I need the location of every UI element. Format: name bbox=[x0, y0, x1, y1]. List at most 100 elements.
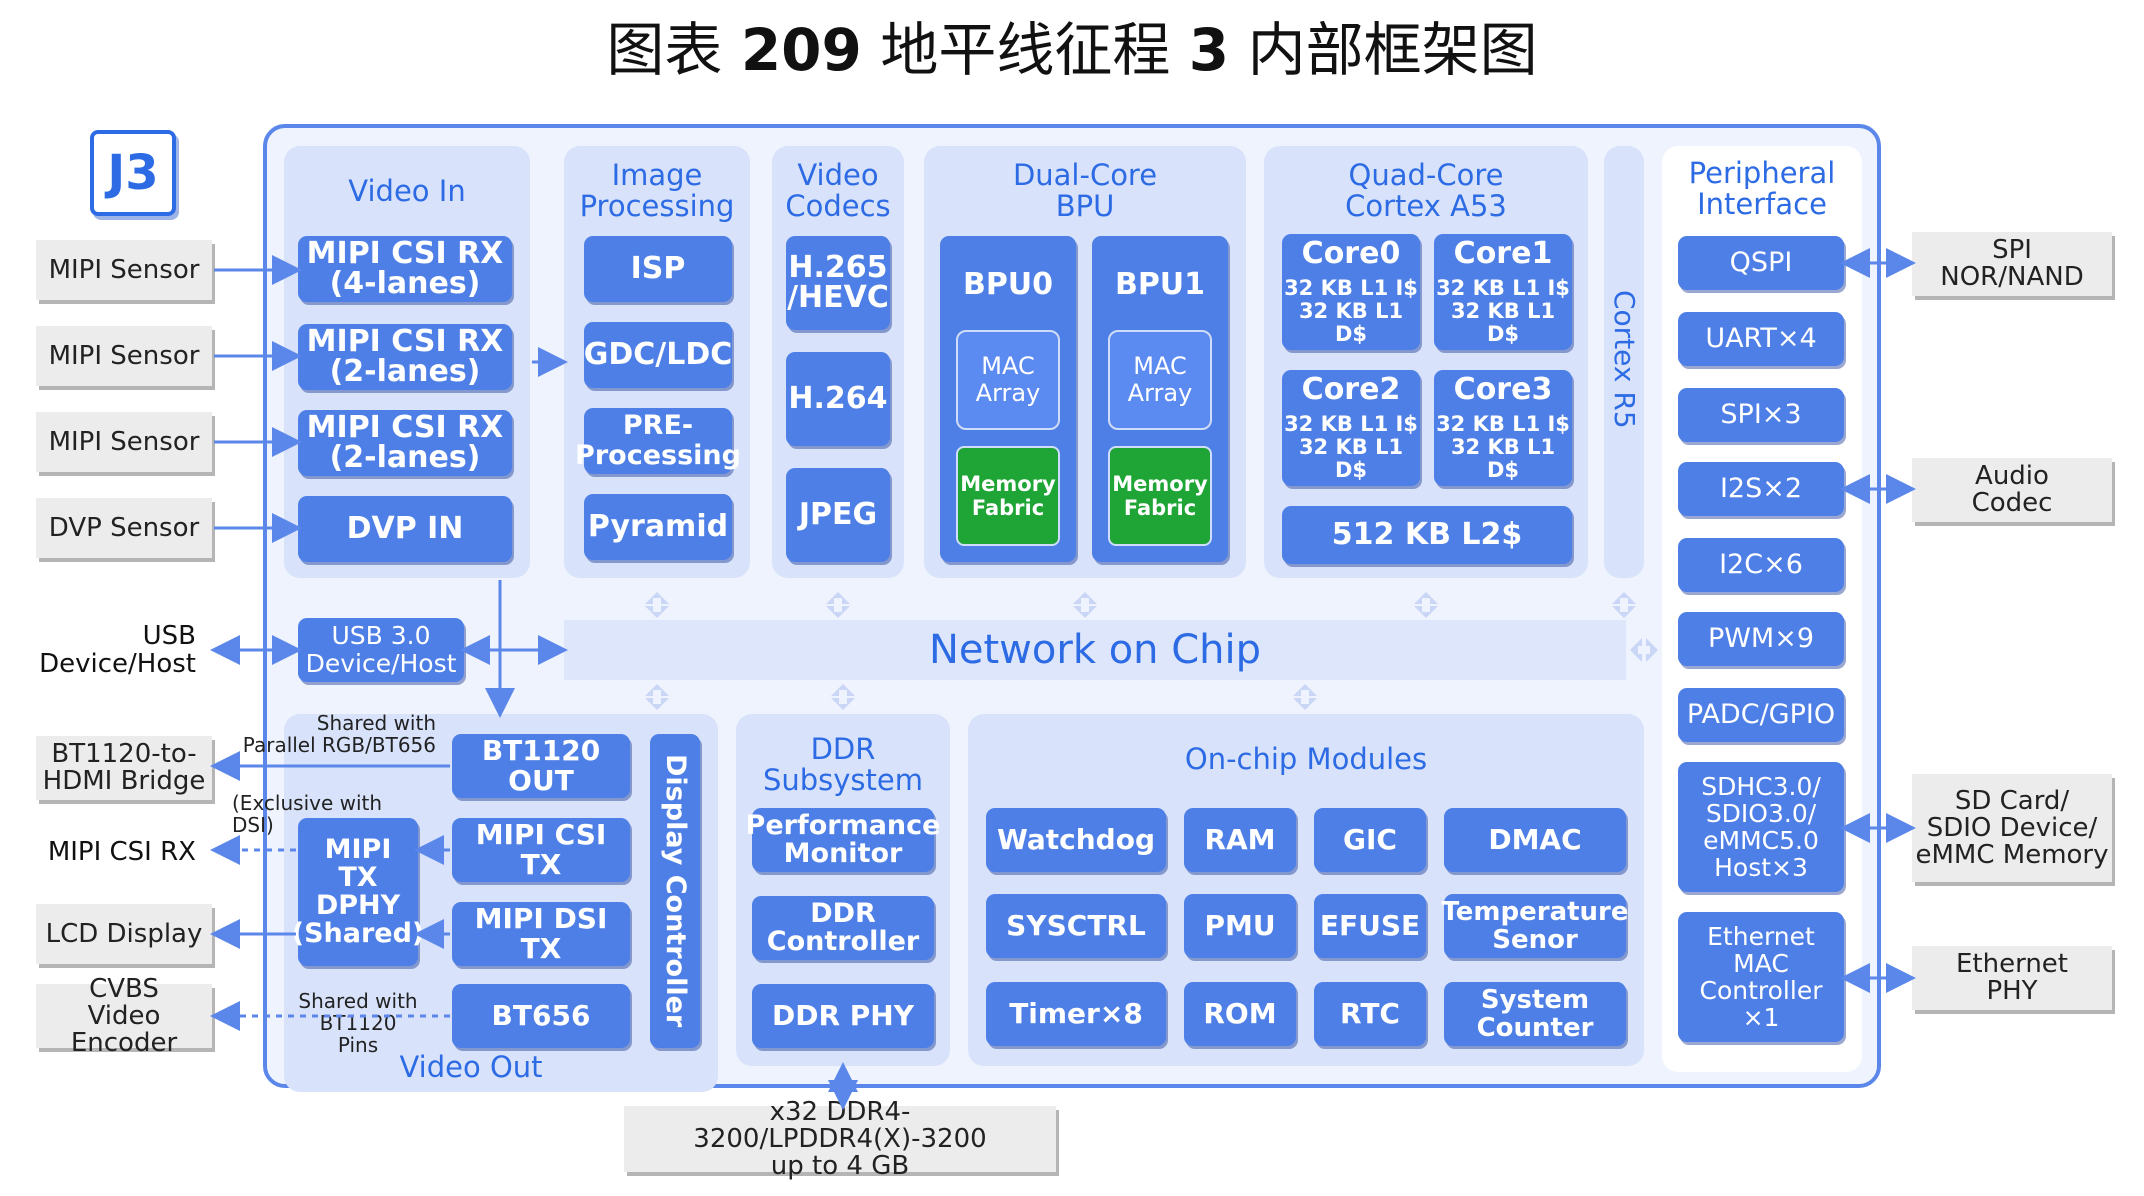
label-usb-device-host: USB Device/Host bbox=[39, 621, 196, 679]
ext-mipi-sensor-2: MIPI Sensor bbox=[36, 326, 212, 386]
block-isp: ISP bbox=[584, 236, 732, 302]
module-system-counter: System Counter bbox=[1444, 982, 1626, 1046]
block-dvp-in: DVP IN bbox=[298, 496, 512, 562]
block-mipi-csi-tx: MIPI CSI TX bbox=[452, 818, 630, 882]
ext-spi-nor-nand: SPI NOR/NAND bbox=[1912, 232, 2112, 296]
core3-cache: 32 KB L1 I$ 32 KB L1 D$ bbox=[1436, 411, 1570, 482]
block-core1: Core1 32 KB L1 I$ 32 KB L1 D$ bbox=[1434, 234, 1572, 350]
block-jpeg: JPEG bbox=[786, 468, 890, 562]
module-efuse: EFUSE bbox=[1314, 894, 1426, 958]
periph-spi: SPI×3 bbox=[1678, 388, 1844, 442]
caption-number-2: 3 bbox=[1188, 16, 1230, 84]
block-pre-processing: PRE- Processing bbox=[575, 408, 741, 474]
noc-link-ddr bbox=[831, 684, 855, 710]
block-l2-cache: 512 KB L2$ bbox=[1282, 506, 1572, 564]
block-bt656: BT656 bbox=[452, 984, 630, 1048]
noc-link-codec bbox=[826, 592, 850, 618]
core2-cache: 32 KB L1 I$ 32 KB L1 D$ bbox=[1284, 411, 1418, 482]
note-shared-rgb: Shared with Parallel RGB/BT656 bbox=[242, 711, 436, 757]
module-dmac: DMAC bbox=[1444, 808, 1626, 872]
panel-title: Video Out bbox=[399, 1050, 543, 1084]
panel-title: Quad-Core Cortex A53 bbox=[1345, 158, 1507, 223]
panel-title: Video In bbox=[348, 174, 466, 208]
ext-bt1120-hdmi-bridge: BT1120-to- HDMI Bridge bbox=[36, 736, 212, 800]
block-mipi-csi-rx-4: MIPI CSI RX (4-lanes) bbox=[298, 236, 512, 302]
caption-text: 地平线征程 bbox=[880, 16, 1171, 84]
caption-prefix: 图表 bbox=[606, 16, 723, 84]
core0-label: Core0 bbox=[1301, 235, 1401, 271]
panel-title: On-chip Modules bbox=[1184, 742, 1428, 776]
bpu0-mac-array: MAC Array bbox=[956, 330, 1060, 430]
note-exclusive-dsi: (Exclusive with DSI) bbox=[232, 791, 383, 837]
ext-sd-card: SD Card/ SDIO Device/ eMMC Memory bbox=[1912, 774, 2112, 882]
panel-title: Image Processing bbox=[579, 158, 735, 223]
core0-cache: 32 KB L1 I$ 32 KB L1 D$ bbox=[1284, 275, 1418, 346]
panel-title: Peripheral Interface bbox=[1688, 156, 1836, 221]
block-bt1120-out: BT1120 OUT bbox=[452, 734, 630, 798]
block-core3: Core3 32 KB L1 I$ 32 KB L1 D$ bbox=[1434, 370, 1572, 486]
periph-i2s: I2S×2 bbox=[1678, 462, 1844, 516]
block-performance-monitor: Performance Monitor bbox=[746, 808, 940, 872]
module-gic: GIC bbox=[1314, 808, 1426, 872]
module-rom: ROM bbox=[1184, 982, 1296, 1046]
core2-label: Core2 bbox=[1301, 371, 1401, 407]
block-ddr-phy: DDR PHY bbox=[752, 984, 934, 1048]
periph-i2c: I2C×6 bbox=[1678, 538, 1844, 592]
module-timer: Timer×8 bbox=[986, 982, 1166, 1046]
block-h264: H.264 bbox=[786, 352, 890, 446]
bpu0-memory-fabric: Memory Fabric bbox=[956, 446, 1060, 546]
label-mipi-csi-rx: MIPI CSI RX bbox=[47, 837, 196, 867]
bpu1-memory-fabric: Memory Fabric bbox=[1108, 446, 1212, 546]
core1-cache: 32 KB L1 I$ 32 KB L1 D$ bbox=[1436, 275, 1570, 346]
figure-caption: 图表 209 地平线征程 3 内部框架图 bbox=[0, 0, 2144, 108]
block-mipi-csi-rx-2b: MIPI CSI RX (2-lanes) bbox=[298, 410, 512, 476]
ext-ddr-memory: x32 DDR4-3200/LPDDR4(X)-3200 up to 4 GB bbox=[624, 1098, 1056, 1179]
module-ram: RAM bbox=[1184, 808, 1296, 872]
block-mipi-dsi-tx: MIPI DSI TX bbox=[452, 902, 630, 966]
panel-cortex-r5: Cortex R5 bbox=[1604, 146, 1644, 578]
block-usb: USB 3.0 Device/Host bbox=[298, 618, 464, 682]
cortex-r5-label: Cortex R5 bbox=[1608, 290, 1641, 429]
panel-title: Video Codecs bbox=[785, 158, 891, 223]
caption-number: 209 bbox=[740, 16, 862, 84]
caption-suffix: 内部框架图 bbox=[1247, 16, 1538, 84]
noc-link-r5 bbox=[1612, 592, 1636, 618]
panel-title: Dual-Core BPU bbox=[1012, 158, 1158, 223]
periph-pwm: PWM×9 bbox=[1678, 612, 1844, 666]
bpu1-label: BPU1 bbox=[1114, 267, 1206, 302]
periph-qspi: QSPI bbox=[1678, 236, 1844, 290]
noc-link-onchip bbox=[1293, 684, 1317, 710]
module-temperature-sensor: Temperature Senor bbox=[1442, 894, 1629, 958]
periph-ethernet-mac: Ethernet MAC Controller ×1 bbox=[1678, 912, 1844, 1042]
ext-audio-codec: Audio Codec bbox=[1912, 458, 2112, 522]
ext-mipi-sensor-1: MIPI Sensor bbox=[36, 240, 212, 300]
core3-label: Core3 bbox=[1453, 371, 1553, 407]
panel-title: DDR Subsystem bbox=[762, 732, 924, 797]
network-on-chip: Network on Chip bbox=[564, 620, 1626, 680]
block-h265: H.265 /HEVC bbox=[786, 236, 890, 330]
block-display-controller: Display Controller bbox=[650, 734, 700, 1048]
ext-ethernet-phy: Ethernet PHY bbox=[1912, 946, 2112, 1010]
display-controller-label: Display Controller bbox=[660, 754, 691, 1028]
noc-link-a53 bbox=[1414, 592, 1438, 618]
block-ddr-controller: DDR Controller bbox=[752, 896, 934, 960]
module-rtc: RTC bbox=[1314, 982, 1426, 1046]
j3-logo-text: J3 bbox=[107, 145, 159, 201]
ext-lcd-display: LCD Display bbox=[36, 904, 212, 964]
periph-padc-gpio: PADC/GPIO bbox=[1678, 688, 1844, 742]
module-sysctrl: SYSCTRL bbox=[986, 894, 1166, 958]
bpu0-label: BPU0 bbox=[962, 267, 1054, 302]
noc-link-periph bbox=[1630, 638, 1658, 662]
block-gdc-ldc: GDC/LDC bbox=[584, 322, 732, 388]
block-mipi-tx-dphy: MIPI TX DPHY (Shared) bbox=[292, 818, 424, 966]
module-watchdog: Watchdog bbox=[986, 808, 1166, 872]
core1-label: Core1 bbox=[1453, 235, 1553, 271]
periph-uart: UART×4 bbox=[1678, 312, 1844, 366]
block-mipi-csi-rx-2a: MIPI CSI RX (2-lanes) bbox=[298, 324, 512, 390]
noc-link-img bbox=[645, 592, 669, 618]
block-core0: Core0 32 KB L1 I$ 32 KB L1 D$ bbox=[1282, 234, 1420, 350]
bpu1-mac-array: MAC Array bbox=[1108, 330, 1212, 430]
ext-dvp-sensor: DVP Sensor bbox=[36, 498, 212, 558]
ext-mipi-sensor-3: MIPI Sensor bbox=[36, 412, 212, 472]
